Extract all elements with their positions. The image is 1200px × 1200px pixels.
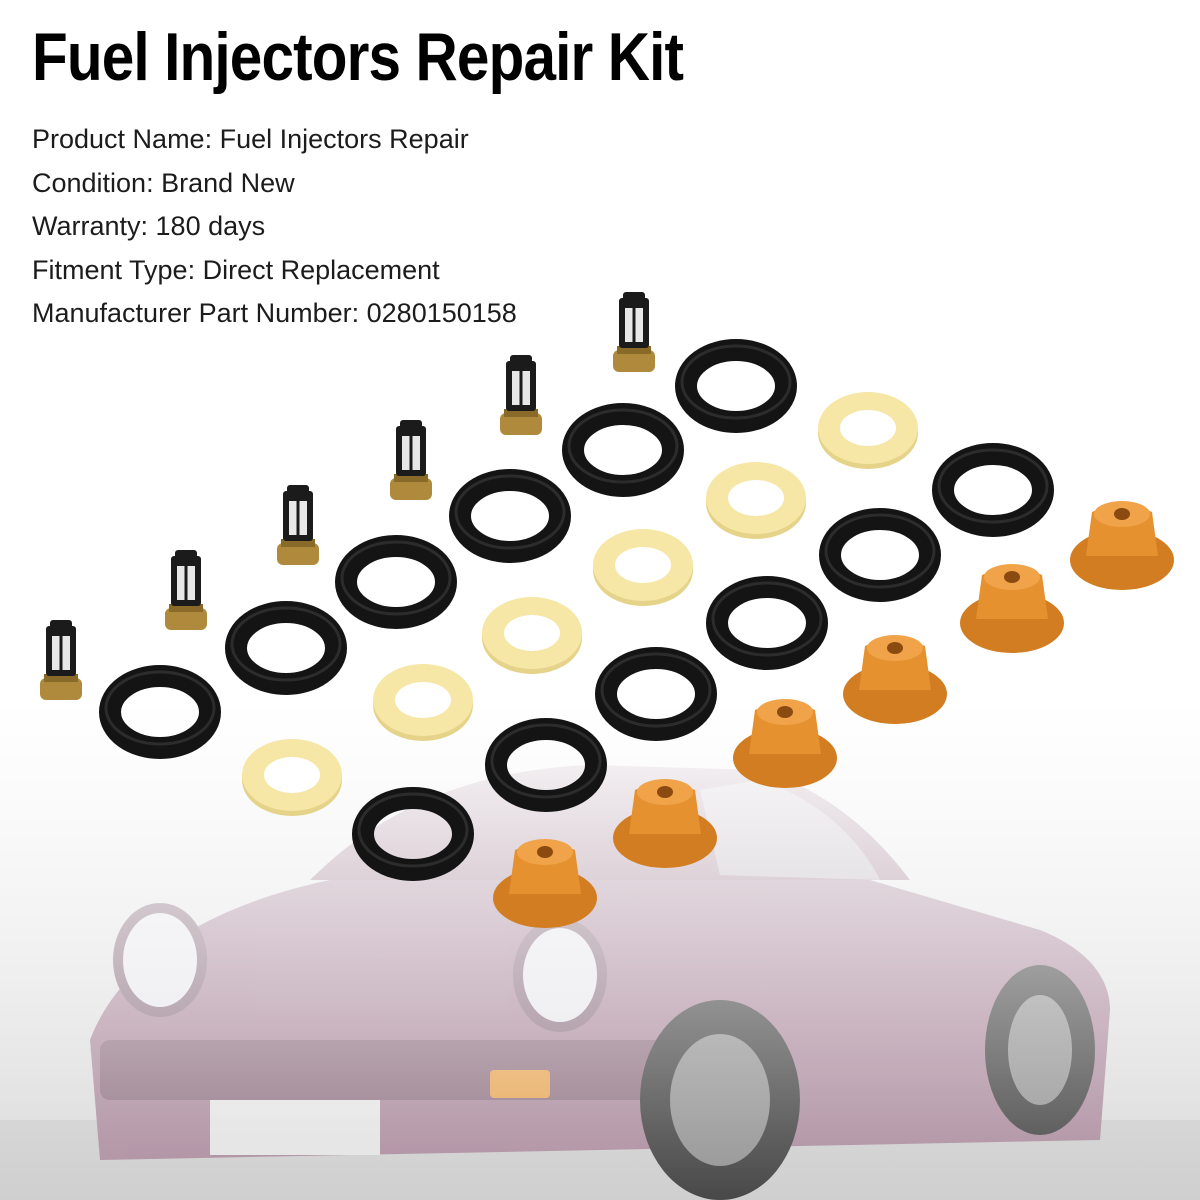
black-o-ring xyxy=(449,469,571,563)
black-o-ring xyxy=(819,508,941,602)
spec-condition: Condition: Brand New xyxy=(32,167,295,198)
pintle-cap xyxy=(1070,501,1174,590)
black-o-ring xyxy=(595,647,717,741)
spec-fitment-type: Fitment Type: Direct Replacement xyxy=(32,254,440,285)
filter-basket xyxy=(165,550,207,630)
pintle-cap xyxy=(613,779,717,868)
black-o-ring xyxy=(932,443,1054,537)
spec-product-name: Product Name: Fuel Injectors Repair xyxy=(32,124,469,154)
filter-basket xyxy=(277,485,319,565)
black-o-ring xyxy=(706,576,828,670)
filter-basket xyxy=(390,420,432,500)
pintle-cap xyxy=(960,564,1064,653)
filter-basket xyxy=(613,292,655,372)
spacer-washer xyxy=(593,529,693,606)
black-o-ring xyxy=(225,601,347,695)
black-o-ring xyxy=(562,403,684,497)
product-title: Fuel Injectors Repair Kit xyxy=(32,19,684,95)
spec-warranty: Warranty: 180 days xyxy=(32,211,266,241)
spacer-washer xyxy=(242,739,342,816)
spacer-washer xyxy=(373,664,473,741)
black-o-ring xyxy=(485,718,607,812)
pintle-cap xyxy=(493,839,597,928)
black-o-ring xyxy=(352,787,474,881)
spacer-washer xyxy=(482,597,582,674)
filter-basket xyxy=(500,355,542,435)
black-o-ring xyxy=(335,535,457,629)
spec-part-number: Manufacturer Part Number: 0280150158 xyxy=(32,298,517,328)
pintle-cap xyxy=(733,699,837,788)
black-o-ring xyxy=(99,665,221,759)
spec-list: Product Name: Fuel Injectors Repair Cond… xyxy=(32,118,517,336)
black-o-ring xyxy=(675,339,797,433)
filter-basket xyxy=(40,620,82,700)
pintle-cap xyxy=(843,635,947,724)
spacer-washer xyxy=(818,392,918,469)
spacer-washer xyxy=(706,462,806,539)
